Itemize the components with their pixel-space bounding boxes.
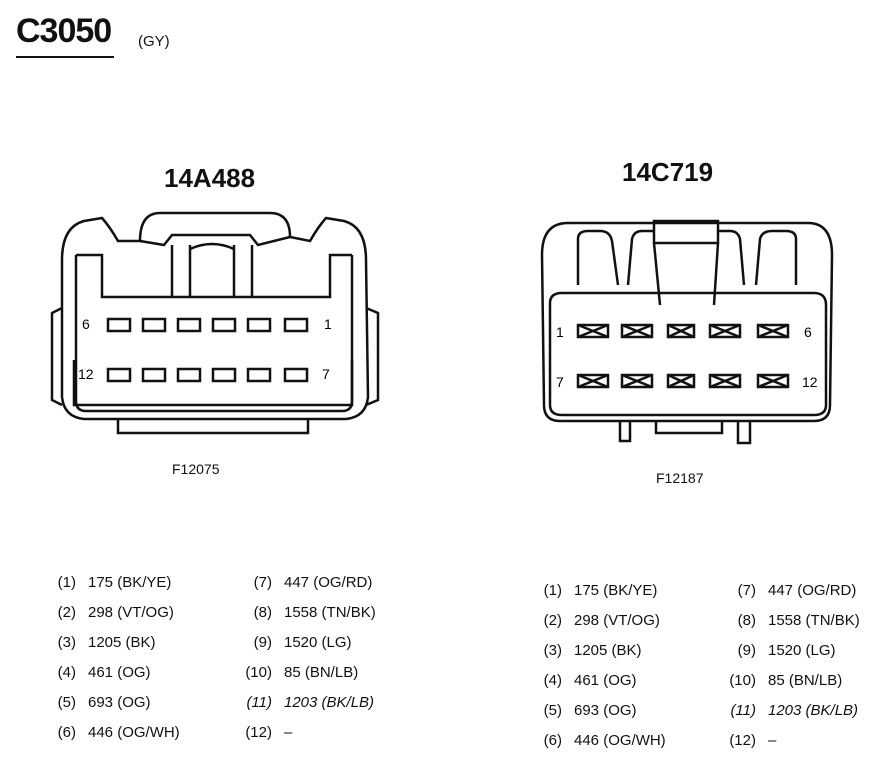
pin-number: (5) bbox=[543, 702, 562, 719]
pin-number: (11) bbox=[246, 694, 272, 711]
pin-wire: 461 (OG) bbox=[88, 664, 151, 681]
right-connector-part-number: 14C719 bbox=[622, 157, 714, 187]
pin-number: (7) bbox=[737, 582, 756, 599]
pin-wire: 85 (BN/LB) bbox=[768, 672, 843, 689]
left-pin-label-bottom-left: 12 bbox=[78, 366, 94, 382]
pin-number: (5) bbox=[57, 694, 76, 711]
right-pin-label-bottom-right: 12 bbox=[802, 374, 818, 390]
pin-number: (3) bbox=[57, 634, 76, 651]
pin-wire: 447 (OG/RD) bbox=[284, 574, 373, 591]
right-pin-label-top-right: 6 bbox=[804, 324, 812, 340]
connector-id-title: C3050 bbox=[16, 12, 112, 50]
pin-number: (11) bbox=[730, 702, 756, 719]
pin-wire: 175 (BK/YE) bbox=[88, 574, 172, 591]
pin-wire: 1558 (TN/BK) bbox=[284, 604, 376, 621]
pin-wire: 1203 (BK/LB) bbox=[768, 702, 859, 719]
pin-number: (8) bbox=[253, 604, 272, 621]
pin-number: (4) bbox=[57, 664, 76, 681]
left-connector-part-number: 14A488 bbox=[164, 163, 256, 193]
pin-number: (10) bbox=[729, 672, 756, 689]
pin-number: (9) bbox=[737, 642, 756, 659]
pin-number: (9) bbox=[253, 634, 272, 651]
pin-number: (3) bbox=[543, 642, 562, 659]
pin-wire: 298 (VT/OG) bbox=[574, 612, 660, 629]
right-pin-label-bottom-left: 7 bbox=[556, 374, 564, 390]
pin-wire: 1520 (LG) bbox=[768, 642, 836, 659]
left-figure-id: F12075 bbox=[172, 461, 220, 477]
pin-wire: 447 (OG/RD) bbox=[768, 582, 857, 599]
pin-number: (4) bbox=[543, 672, 562, 689]
pin-wire: 298 (VT/OG) bbox=[88, 604, 174, 621]
right-figure-id: F12187 bbox=[656, 470, 704, 486]
pin-wire: 1558 (TN/BK) bbox=[768, 612, 860, 629]
pin-wire: 693 (OG) bbox=[574, 702, 637, 719]
connector-color-code: (GY) bbox=[138, 33, 170, 50]
pin-wire: 446 (OG/WH) bbox=[574, 732, 666, 749]
pin-wire: 1520 (LG) bbox=[284, 634, 352, 651]
pin-wire: 85 (BN/LB) bbox=[284, 664, 359, 681]
left-pin-table: (1) 175 (BK/YE) (2) 298 (VT/OG) (3) 1205 (B… bbox=[36, 574, 416, 754]
left-pin-label-bottom-right: 7 bbox=[322, 366, 330, 382]
pin-number: (1) bbox=[543, 582, 562, 599]
pin-wire: – bbox=[284, 724, 293, 741]
pin-wire: 461 (OG) bbox=[574, 672, 637, 689]
title-underline bbox=[16, 56, 114, 58]
pin-wire: 1205 (BK) bbox=[88, 634, 156, 651]
right-pin-table: (1) 175 (BK/YE) (2) 298 (VT/OG) (3) 1205 (B… bbox=[522, 582, 882, 762]
pin-wire: 1203 (BK/LB) bbox=[284, 694, 375, 711]
pin-number: (12) bbox=[245, 724, 272, 741]
left-pin-label-top-right: 1 bbox=[324, 316, 332, 332]
pin-wire: 175 (BK/YE) bbox=[574, 582, 658, 599]
pin-number: (12) bbox=[729, 732, 756, 749]
pin-number: (7) bbox=[253, 574, 272, 591]
pin-number: (8) bbox=[737, 612, 756, 629]
pin-number: (2) bbox=[57, 604, 76, 621]
pin-number: (10) bbox=[245, 664, 272, 681]
pin-wire: 693 (OG) bbox=[88, 694, 151, 711]
pin-number: (1) bbox=[57, 574, 76, 591]
left-connector-face-diagram: 6 1 12 7 bbox=[50, 211, 380, 435]
pin-wire: – bbox=[768, 732, 777, 749]
pin-number: (6) bbox=[57, 724, 76, 741]
right-connector-face-diagram: 1 6 7 12 bbox=[540, 219, 834, 445]
left-pin-label-top-left: 6 bbox=[82, 316, 90, 332]
right-pin-label-top-left: 1 bbox=[556, 324, 564, 340]
pin-number: (6) bbox=[543, 732, 562, 749]
right-pin-cavity bbox=[576, 323, 610, 339]
pin-wire: 1205 (BK) bbox=[574, 642, 642, 659]
pin-wire: 446 (OG/WH) bbox=[88, 724, 180, 741]
pin-number: (2) bbox=[543, 612, 562, 629]
